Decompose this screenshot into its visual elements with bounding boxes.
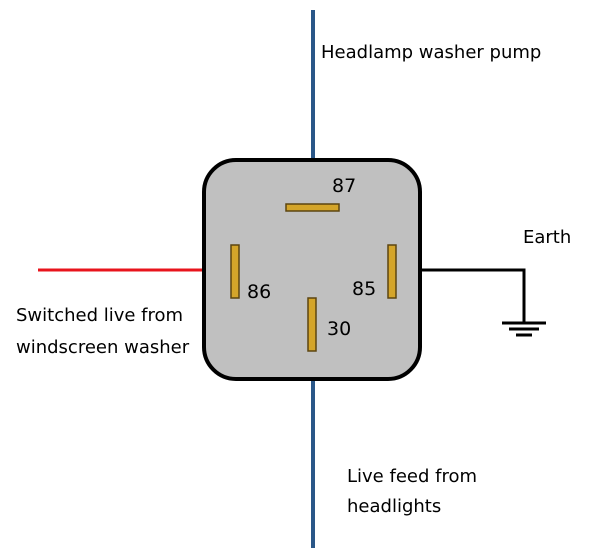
label-earth: Earth — [523, 227, 571, 248]
pin-30-label: 30 — [327, 318, 351, 340]
pin-85 — [387, 244, 397, 299]
pin-30 — [307, 297, 317, 352]
pin-86 — [230, 244, 240, 299]
pin-86-label: 86 — [247, 281, 271, 303]
label-live-feed-line2: headlights — [347, 496, 441, 517]
label-switched-live-line1: Switched live from — [16, 305, 183, 326]
relay-body — [202, 158, 422, 381]
label-live-feed-line1: Live feed from — [347, 466, 477, 487]
pin-85-label: 85 — [352, 278, 376, 300]
label-switched-live-line2: windscreen washer — [16, 337, 190, 358]
earth-ground-icon — [502, 321, 546, 337]
label-headlamp-washer-pump: Headlamp washer pump — [321, 42, 541, 63]
pin-87-label: 87 — [332, 175, 356, 197]
pin-87 — [285, 203, 340, 212]
wire-earth-85 — [392, 268, 526, 322]
